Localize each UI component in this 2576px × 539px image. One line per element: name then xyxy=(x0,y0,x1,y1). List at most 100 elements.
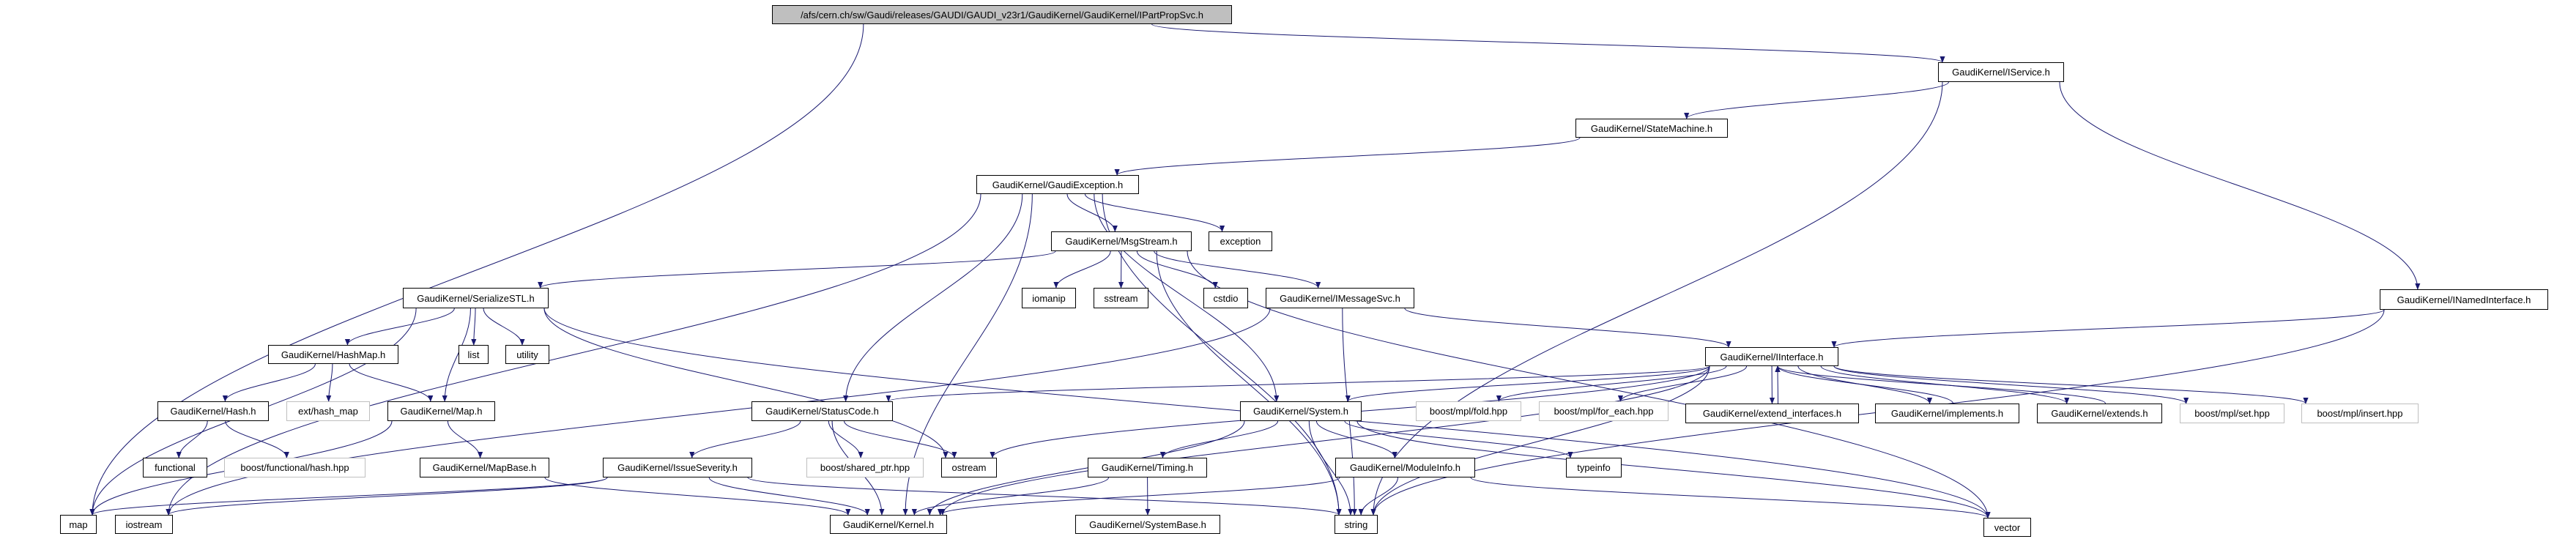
edge-statemachine-to-gaudiexception xyxy=(1114,137,1581,176)
edge-statuscode-to-issueseverity xyxy=(689,420,801,458)
node-utility[interactable]: utility xyxy=(505,345,549,364)
node-inamedinterface[interactable]: GaudiKernel/INamedInterface.h xyxy=(2380,289,2548,310)
node-ext-hash-map: ext/hash_map xyxy=(286,401,370,421)
node-statemachine[interactable]: GaudiKernel/StateMachine.h xyxy=(1575,119,1728,138)
node-kernel[interactable]: GaudiKernel/Kernel.h xyxy=(830,515,947,534)
node-label: GaudiKernel/SystemBase.h xyxy=(1089,518,1206,530)
node-implements[interactable]: GaudiKernel/implements.h xyxy=(1875,404,2019,423)
edge-msgstream-to-serializestl xyxy=(538,250,1056,289)
node-label: iomanip xyxy=(1032,292,1066,304)
edge-msgstream-to-iomanip xyxy=(1053,250,1111,289)
node-label: ostream xyxy=(951,462,987,473)
edge-iinterface-to-mpl_insert xyxy=(1833,365,2309,404)
node-shared-ptr: boost/shared_ptr.hpp xyxy=(806,458,924,477)
edge-statuscode-to-ostream xyxy=(844,420,957,458)
edge-inamedinterface-to-iinterface xyxy=(1831,309,2385,348)
edge-imessagesvc-to-iinterface xyxy=(1404,308,1731,348)
node-label: GaudiKernel/extend_interfaces.h xyxy=(1702,408,1842,419)
edge-gaudiexception-to-exception xyxy=(1084,193,1225,232)
node-map[interactable]: map xyxy=(60,515,97,534)
edge-root-to-iservice xyxy=(1151,23,1945,63)
node-boost-hash: boost/functional/hash.hpp xyxy=(224,458,365,477)
node-hashmap[interactable]: GaudiKernel/HashMap.h xyxy=(268,345,398,364)
node-iservice[interactable]: GaudiKernel/IService.h xyxy=(1938,62,2064,82)
node-msgstream[interactable]: GaudiKernel/MsgStream.h xyxy=(1051,231,1192,251)
edge-moduleinfo-to-kernel xyxy=(938,477,1340,516)
edge-gaudiexception-to-system xyxy=(1094,193,1280,402)
node-mpl-for-each: boost/mpl/for_each.hpp xyxy=(1539,401,1669,421)
node-sstream[interactable]: sstream xyxy=(1094,288,1148,308)
node-label: GaudiKernel/Kernel.h xyxy=(842,518,935,530)
node-label: GaudiKernel/MsgStream.h xyxy=(1065,236,1178,247)
edge-system-to-moduleinfo xyxy=(1315,420,1398,458)
edge-system-to-typeinfo xyxy=(1344,420,1573,458)
node-functional[interactable]: functional xyxy=(143,458,207,477)
node-gaudiexception[interactable]: GaudiKernel/GaudiException.h xyxy=(976,175,1139,194)
node-label: GaudiKernel/StatusCode.h xyxy=(765,406,879,417)
node-extends[interactable]: GaudiKernel/extends.h xyxy=(2037,404,2162,423)
edge-root-to-map xyxy=(89,23,864,516)
edge-iinterface-to-mpl_fold xyxy=(1496,365,1727,402)
node-string[interactable]: string xyxy=(1335,515,1378,534)
edge-iinterface-to-mpl_for_each xyxy=(1617,365,1748,402)
node-system[interactable]: GaudiKernel/System.h xyxy=(1240,401,1362,421)
node-label: boost/mpl/for_each.hpp xyxy=(1554,406,1654,417)
node-timing[interactable]: GaudiKernel/Timing.h xyxy=(1088,458,1207,477)
node-imessagesvc[interactable]: GaudiKernel/IMessageSvc.h xyxy=(1266,288,1414,308)
edge-msgstream-to-imessagesvc xyxy=(1154,250,1321,289)
edge-system-to-kernel xyxy=(927,420,1245,516)
edge-statuscode-to-shared_ptr xyxy=(828,420,864,458)
edge-issueseverity-to-map xyxy=(89,477,608,516)
edge-gaudiexception-to-statuscode xyxy=(843,193,1023,402)
edge-hashmap-to-hash xyxy=(222,363,316,402)
edge-iinterface-to-mpl_set xyxy=(1833,365,2189,404)
edge-timing-to-kernel xyxy=(911,477,1109,516)
node-iomanip[interactable]: iomanip xyxy=(1022,288,1076,308)
node-statuscode[interactable]: GaudiKernel/StatusCode.h xyxy=(751,401,893,421)
node-ostream[interactable]: ostream xyxy=(941,458,997,477)
node-label: GaudiKernel/IMessageSvc.h xyxy=(1280,292,1400,304)
node-serializestl[interactable]: GaudiKernel/SerializeSTL.h xyxy=(403,288,549,308)
node-extend-interfaces[interactable]: GaudiKernel/extend_interfaces.h xyxy=(1685,404,1859,423)
edge-issueseverity-to-iostream xyxy=(166,477,608,516)
node-label: GaudiKernel/IService.h xyxy=(1952,67,2050,78)
node-mpl-insert: boost/mpl/insert.hpp xyxy=(2301,404,2419,423)
node-label: map xyxy=(69,518,88,530)
node-root[interactable]: /afs/cern.ch/sw/Gaudi/releases/GAUDI/GAU… xyxy=(772,5,1232,24)
node-label: ext/hash_map xyxy=(298,406,358,417)
edge-moduleinfo-to-string xyxy=(1358,477,1398,516)
edge-serializestl-to-list xyxy=(471,308,477,346)
node-mapbase[interactable]: GaudiKernel/MapBase.h xyxy=(420,458,549,477)
node-systembase[interactable]: GaudiKernel/SystemBase.h xyxy=(1075,515,1220,534)
edge-hashmap-to-map xyxy=(349,363,434,402)
node-cstdio[interactable]: cstdio xyxy=(1203,288,1248,308)
node-label: GaudiKernel/GaudiException.h xyxy=(992,179,1124,190)
node-label: iostream xyxy=(125,518,163,530)
node-hash[interactable]: GaudiKernel/Hash.h xyxy=(157,401,269,421)
node-label: sstream xyxy=(1104,292,1138,304)
edge-iinterface-to-system xyxy=(1345,365,1710,402)
node-exception[interactable]: exception xyxy=(1209,231,1272,251)
edge-serializestl-to-utility xyxy=(483,308,525,346)
node-label: GaudiKernel/MapBase.h xyxy=(432,462,537,473)
edge-system-to-vector xyxy=(1356,420,1991,518)
node-typeinfo[interactable]: typeinfo xyxy=(1566,458,1622,477)
node-label: cstdio xyxy=(1213,292,1239,304)
edge-serializestl-to-ostream xyxy=(543,308,949,458)
node-issueseverity[interactable]: GaudiKernel/IssueSeverity.h xyxy=(603,458,752,477)
edge-serializestl-to-hashmap xyxy=(344,308,455,346)
node-list[interactable]: list xyxy=(459,345,489,364)
node-moduleinfo[interactable]: GaudiKernel/ModuleInfo.h xyxy=(1335,458,1475,477)
node-label: GaudiKernel/StateMachine.h xyxy=(1590,122,1713,134)
node-label: utility xyxy=(516,349,538,360)
edge-implements-to-iinterface xyxy=(1775,365,1953,404)
node-map[interactable]: GaudiKernel/Map.h xyxy=(387,401,495,421)
node-vector[interactable]: vector xyxy=(1983,518,2031,537)
node-iostream[interactable]: iostream xyxy=(115,515,173,534)
edge-iservice-to-inamedinterface xyxy=(2059,81,2421,290)
node-iinterface[interactable]: GaudiKernel/IInterface.h xyxy=(1705,347,1838,366)
edge-system-to-string xyxy=(1308,420,1354,516)
node-label: vector xyxy=(1994,521,2021,533)
edge-iinterface-to-string xyxy=(1370,365,1710,516)
